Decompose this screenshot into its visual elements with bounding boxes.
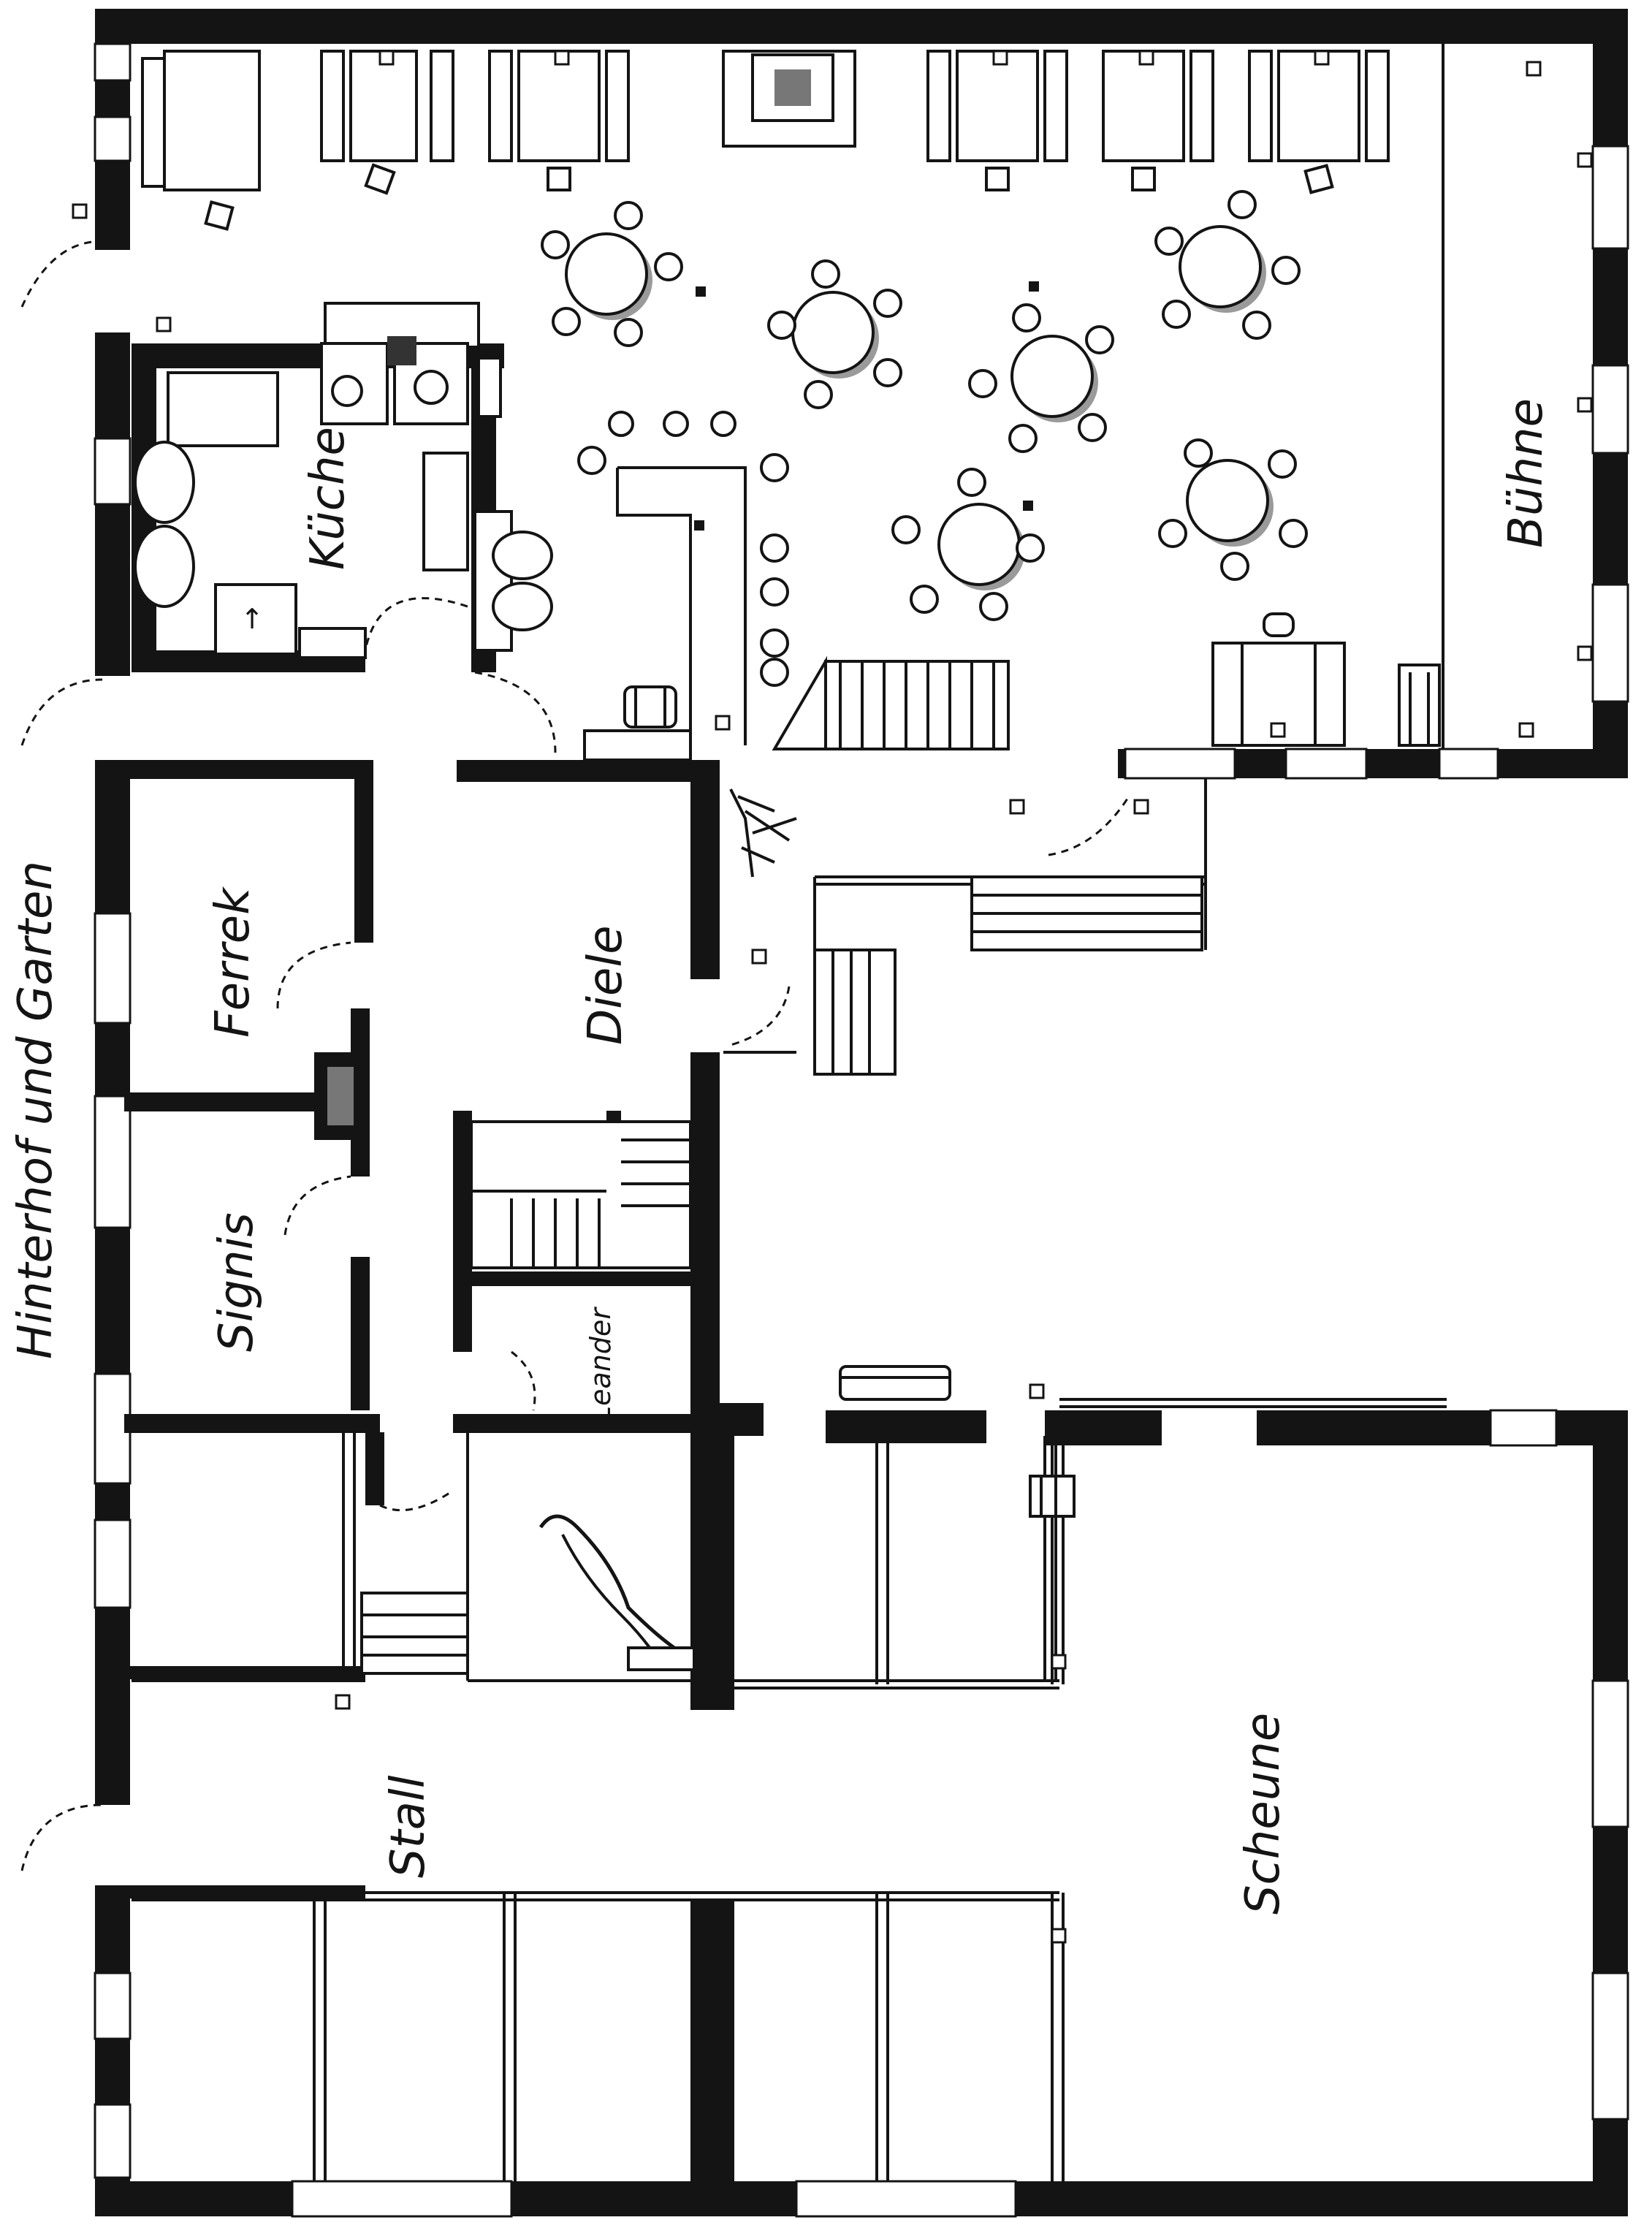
wall-lamps (72, 50, 1593, 1944)
windows (94, 42, 1629, 2218)
label-ferrek: Ferrek (206, 886, 260, 1038)
label-barn: Scheune (1236, 1713, 1290, 1915)
label-leander: Leander (585, 1307, 617, 1421)
kitchen-furniture: ↑ (134, 302, 553, 659)
stable-extras (538, 1365, 1076, 1671)
label-stage: Bühne (1499, 398, 1553, 548)
label-outside: Hinterhof und Garten (9, 861, 63, 1359)
svg-text:↑: ↑ (240, 603, 264, 635)
label-hall: Diele (579, 925, 633, 1045)
round-tables (541, 190, 1308, 621)
room-labels: Küche Bühne Diele Ferrek Signis Leander … (9, 398, 1553, 1915)
stairs (360, 655, 1203, 1675)
door-swings (20, 240, 1130, 1871)
label-kitchen: Küche (301, 427, 355, 570)
label-signis: Signis (210, 1212, 264, 1352)
label-stable: Stall (381, 1775, 435, 1878)
taverna-furniture (141, 50, 1441, 878)
